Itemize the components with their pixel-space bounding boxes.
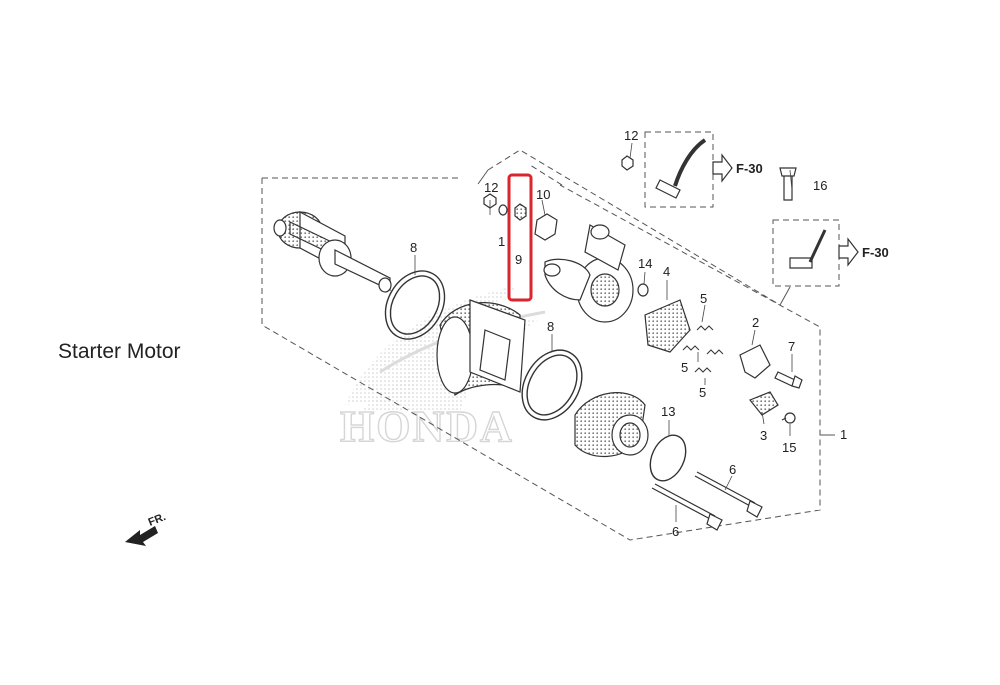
- o-ring-8-right: [521, 349, 583, 421]
- ref-arrow-lower: [838, 237, 859, 267]
- front-bracket: [574, 392, 649, 457]
- part-label-9: 9: [515, 252, 522, 267]
- leader-lines: [414, 142, 793, 522]
- brush-springs: [682, 325, 724, 373]
- part-label-15: 15: [782, 440, 796, 455]
- screw-7: [774, 371, 803, 389]
- page-title: Starter Motor: [58, 340, 181, 363]
- small-nuts: [483, 193, 558, 241]
- watermark-text: HONDA: [340, 402, 514, 451]
- highlight-box-part-9: [507, 173, 533, 302]
- part-label-5-mid: 5: [681, 360, 688, 375]
- reference-label-lower: F-30: [862, 245, 889, 260]
- part-label-6-left: 6: [672, 524, 679, 539]
- part-label-8-left: 8: [410, 240, 417, 255]
- terminal-2: [739, 344, 771, 379]
- rear-bracket: [543, 224, 634, 323]
- o-ring-13: [649, 434, 687, 482]
- assembly-outline: [261, 131, 840, 541]
- part-label-7: 7: [788, 339, 795, 354]
- part-number-labels: 8 8 12 1 9 10 12 16 14 4 5 2 7 5 5 5 3 1…: [410, 128, 847, 539]
- part-label-5-bottom: 5: [699, 385, 706, 400]
- ref-arrow-upper: [712, 153, 733, 183]
- part-label-10: 10: [536, 187, 550, 202]
- through-bolts: [651, 471, 763, 531]
- front-direction-arrow: FR.: [125, 511, 168, 546]
- part-label-6-right: 6: [729, 462, 736, 477]
- part-label-5-top: 5: [700, 291, 707, 306]
- brush-holder: [644, 299, 691, 353]
- reference-label-upper: F-30: [736, 161, 763, 176]
- o-ring-8-left: [384, 270, 446, 340]
- armature: [273, 211, 392, 293]
- part-label-12-upper: 12: [624, 128, 638, 143]
- terminal-3: [749, 391, 779, 416]
- part-label-8-right: 8: [547, 319, 554, 334]
- part-label-12-lower: 12: [484, 180, 498, 195]
- part-label-16: 16: [813, 178, 827, 193]
- direction-label: FR.: [147, 511, 168, 529]
- part-label-4: 4: [663, 264, 670, 279]
- part-label-14: 14: [638, 256, 652, 271]
- part-label-2: 2: [752, 315, 759, 330]
- part-label-13: 13: [661, 404, 675, 419]
- part-label-3: 3: [760, 428, 767, 443]
- cable-terminal: [621, 138, 827, 269]
- part-label-1: 1: [840, 427, 847, 442]
- screw-15: [781, 412, 796, 424]
- yoke-housing: [436, 299, 526, 396]
- washer-14: [637, 283, 649, 297]
- part-label-1-small: 1: [498, 234, 505, 249]
